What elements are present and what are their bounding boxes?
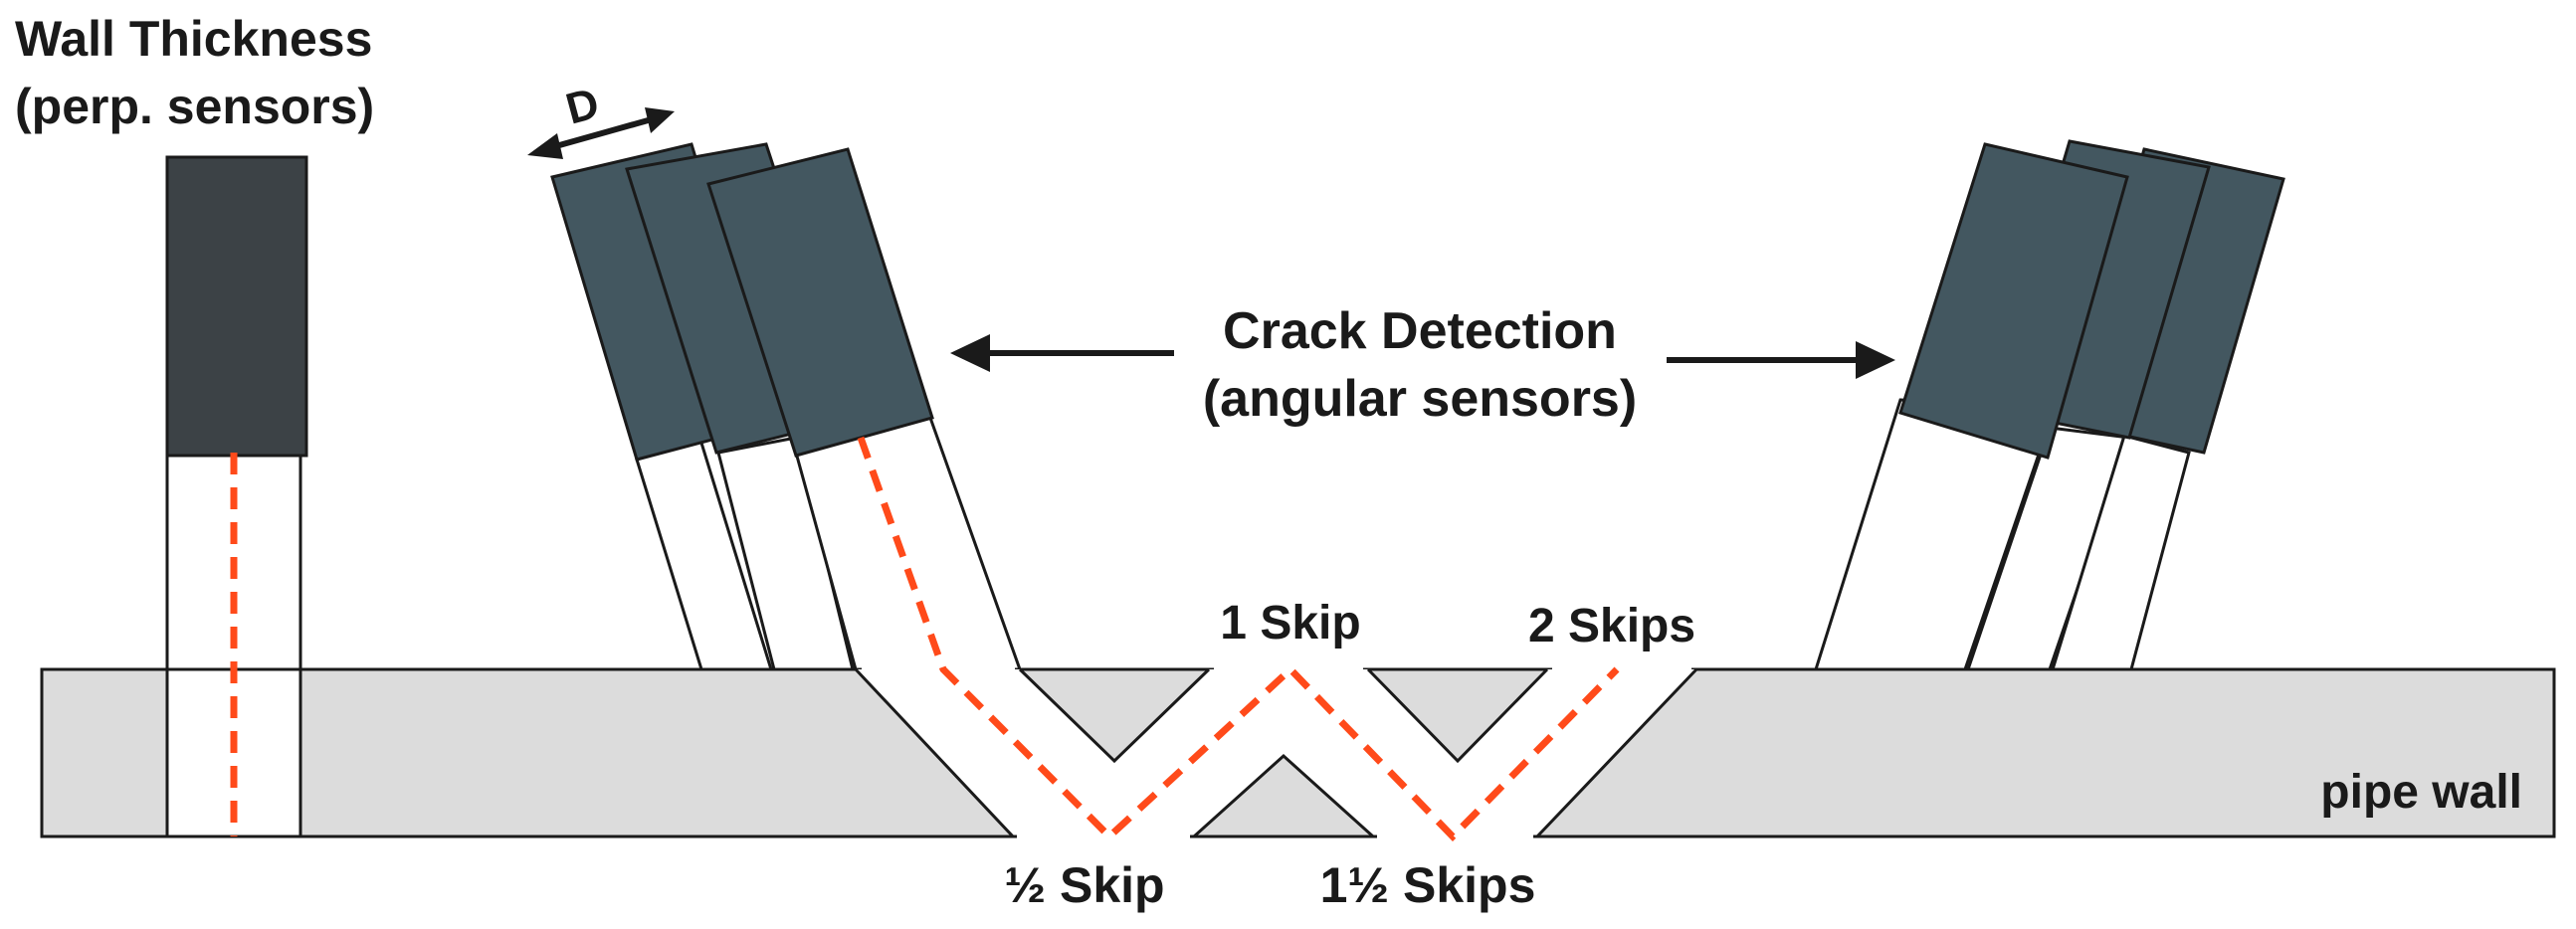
skip-channel-lower-edge [854,667,1698,838]
angular-beam-path [857,436,1620,842]
right-angular-column-front [2050,434,2191,671]
crack-detection-left-arrow [950,334,1174,372]
perpendicular-sensor [165,155,308,838]
wall-thickness-title: Wall Thickness [15,11,372,67]
two-skips-label: 2 Skips [1528,600,1695,652]
left-angular-sensors [550,142,1023,671]
right-angular-head-front [1898,142,2129,460]
d-dimension-arrow [527,107,675,159]
left-angular-head-front [706,147,934,458]
crack-detection-title: Crack Detection [1223,302,1617,360]
pipe-wall-label: pipe wall [2320,766,2522,819]
half-skip-label: ½ Skip [1004,857,1164,913]
skip-channel-upper-edge [1018,667,1211,764]
perpendicular-sensor-head [165,155,308,458]
skip-channel-upper-edge-2 [1366,667,1549,764]
crack-detection-right-arrow [1667,341,1895,379]
right-angular-sensors [1813,139,2285,671]
right-angular-column-middle [1965,426,2132,671]
left-angular-column-middle [716,436,855,671]
crack-detection-subtitle: (angular sensors) [1203,370,1637,428]
one-skip-label: 1 Skip [1220,597,1360,650]
one-half-skips-label: 1½ Skips [1320,857,1536,913]
wall-thickness-subtitle: (perp. sensors) [15,79,374,134]
d-label: D [561,79,604,134]
